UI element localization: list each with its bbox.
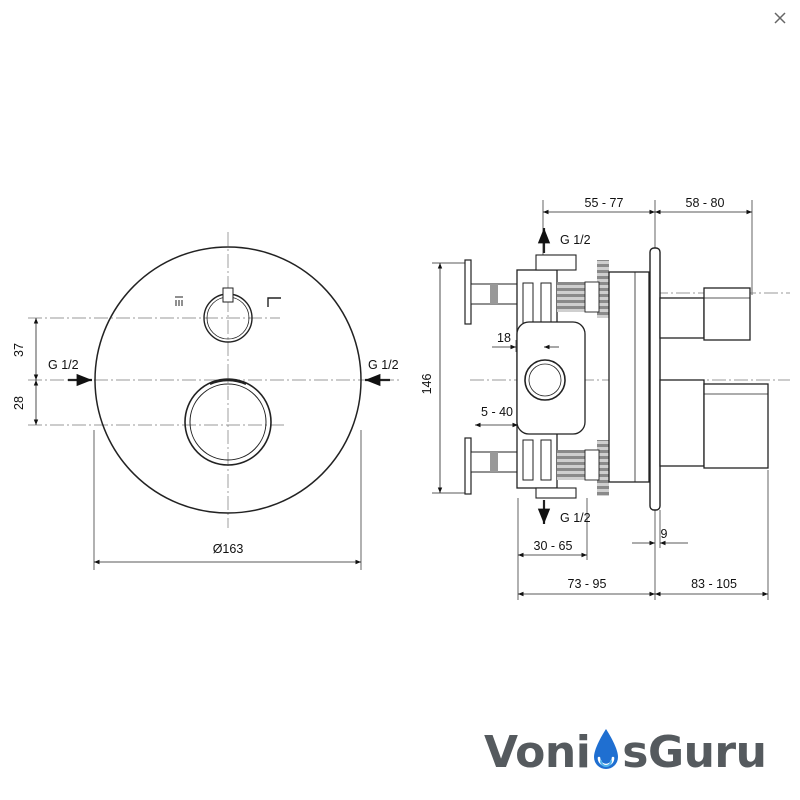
spout-icon bbox=[267, 297, 281, 307]
dim-83-105-label: 83 - 105 bbox=[691, 577, 737, 591]
outlet-bottom-label: G 1/2 bbox=[560, 511, 591, 525]
dim-5-40-label: 5 - 40 bbox=[481, 405, 513, 419]
diameter-label: Ø163 bbox=[213, 542, 244, 556]
close-button[interactable] bbox=[768, 6, 792, 30]
dim-28-label: 28 bbox=[12, 396, 26, 410]
side-view bbox=[432, 200, 790, 600]
front-view bbox=[28, 232, 400, 570]
mixer-cylinder bbox=[608, 271, 650, 483]
pipe-flange-top bbox=[464, 259, 472, 325]
shower-head-icon bbox=[175, 296, 183, 306]
dim-30-65-label: 30 - 65 bbox=[534, 539, 573, 553]
diverter-indicator bbox=[222, 287, 234, 303]
dim-55-77-label: 55 - 77 bbox=[585, 196, 624, 210]
mixer-port bbox=[524, 359, 566, 401]
pipe-flange-bottom bbox=[464, 437, 472, 495]
thermostat-handle bbox=[659, 379, 705, 467]
dim-146-label: 146 bbox=[420, 374, 434, 395]
logo-text-right: sGuru bbox=[622, 726, 767, 778]
dim-73-95-label: 73 - 95 bbox=[568, 577, 607, 591]
logo-text-left: Voni bbox=[484, 726, 591, 778]
dim-9-label: 9 bbox=[661, 527, 668, 541]
close-icon bbox=[774, 12, 786, 24]
brand-logo: Voni sGuru bbox=[484, 722, 767, 782]
diverter-handle bbox=[659, 297, 705, 339]
dim-58-80-label: 58 - 80 bbox=[686, 196, 725, 210]
cover-plate bbox=[94, 246, 362, 514]
water-drop-icon bbox=[594, 729, 619, 769]
dim-37-label: 37 bbox=[12, 343, 26, 357]
inlet-left-label: G 1/2 bbox=[48, 358, 79, 372]
outlet-top-label: G 1/2 bbox=[560, 233, 591, 247]
inlet-right-label: G 1/2 bbox=[368, 358, 399, 372]
dim-18-label: 18 bbox=[497, 331, 511, 345]
wall-plate bbox=[649, 247, 661, 511]
